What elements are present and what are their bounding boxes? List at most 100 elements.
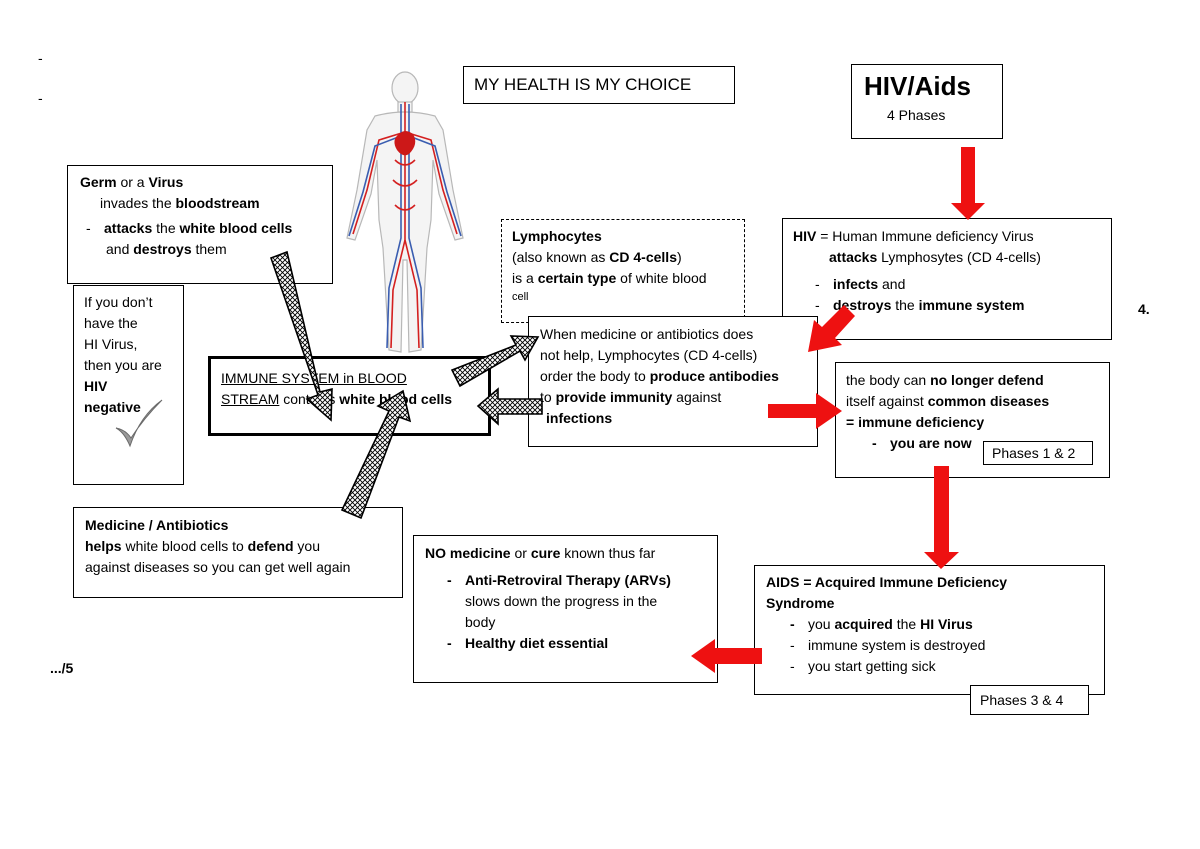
acquired-word: acquired [834, 616, 893, 632]
negative-line: then you are [84, 357, 162, 373]
immune-destroyed: immune system is destroyed [808, 637, 986, 653]
hatched-arrow-icon [450, 335, 540, 388]
red-arrow-icon [691, 639, 762, 673]
page-footer: .../5 [50, 660, 74, 676]
hiv-aids-header: HIV/Aids 4 Phases [851, 64, 1003, 139]
aids-line2: Syndrome [766, 595, 835, 611]
order-body: order the body to [540, 368, 650, 384]
defend-word: defend [247, 538, 294, 554]
and-word: and [878, 276, 906, 292]
lymphocytes-title: Lymphocytes [512, 228, 602, 244]
white-blood-cells-to: white blood cells to [121, 538, 248, 554]
stream-word: STREAM [221, 391, 280, 407]
hatched-arrow-icon [340, 389, 412, 520]
itself-against: itself against [846, 393, 928, 409]
negative-bold-line: negative [84, 399, 141, 415]
red-arrow-icon [924, 466, 959, 569]
hiv-word: HIV [793, 228, 817, 244]
lymphocytes-box: Lymphocytes (also known as CD 4-cells) i… [501, 219, 745, 323]
attacks-word: attacks [104, 220, 153, 236]
no-longer-defend: no longer defend [930, 372, 1044, 388]
is-a: is a [512, 270, 538, 286]
produce-antibodies: produce antibodies [649, 368, 779, 384]
infections-word: infections [546, 410, 613, 426]
body-text: body [465, 614, 496, 630]
provide-immunity: provide immunity [555, 389, 673, 405]
lymph-known: (also known as [512, 249, 610, 265]
certain-type: certain type [537, 270, 617, 286]
the-word: the [891, 297, 919, 313]
hiv-negative-box: If you don’t have the HI Virus, then you… [73, 285, 184, 485]
red-arrow-icon [951, 147, 985, 220]
margin-dash: - [38, 50, 43, 66]
negative-line: If you don’t [84, 294, 153, 310]
bullet-dash: - [815, 276, 820, 292]
infects-word: infects [833, 276, 879, 292]
germ-word: Germ [80, 174, 117, 190]
antibiotics-title: Medicine / Antibiotics [85, 517, 229, 533]
or-word: or [510, 545, 531, 561]
phases-1-2-label: Phases 1 & 2 [983, 441, 1093, 465]
cure-word: cure [530, 545, 561, 561]
no-cure-box: NO medicine or cure known thus far -Anti… [413, 535, 718, 683]
to-word: to [540, 389, 556, 405]
destroys-word: destroys [133, 241, 192, 257]
lymphosytes-text: Lymphosytes (CD 4-cells) [877, 249, 1041, 265]
hiv-aids-subtitle: 4 Phases [887, 107, 946, 123]
bullet-dash: - [447, 572, 452, 588]
page-title: MY HEALTH IS MY CHOICE [474, 75, 692, 94]
antibiotics-box: Medicine / Antibiotics helps white blood… [73, 507, 403, 598]
bullet-dash: - [447, 635, 452, 651]
healthy-diet-text: Healthy diet essential [465, 635, 609, 651]
you-are-now: you are now [890, 435, 972, 451]
phases-3-4-label: Phases 3 & 4 [970, 685, 1089, 715]
margin-dash: - [38, 90, 43, 106]
bullet-dash: - [790, 616, 795, 632]
the-word: the [892, 616, 921, 632]
hatched-arrow-icon [269, 250, 333, 422]
and-word: and [106, 241, 134, 257]
invades-text: invades the [100, 195, 176, 211]
bullet-dash: - [790, 658, 795, 674]
arvs-text: Anti-Retroviral Therapy (ARVs) [465, 572, 671, 588]
hiv-definition: = Human Immune deficiency Virus [816, 228, 1034, 244]
you-word: you [808, 616, 835, 632]
page-title-box: MY HEALTH IS MY CHOICE [463, 66, 735, 104]
hatched-arrow-icon [476, 387, 543, 426]
hi-virus-word: HI Virus [920, 616, 973, 632]
antibiotics-line3: against diseases so you can get well aga… [85, 559, 351, 575]
medicine-line2: not help, Lymphocytes (CD 4-cells) [540, 347, 758, 363]
against-word: against [672, 389, 722, 405]
negative-bold-line: HIV [84, 378, 108, 394]
medicine-line1: When medicine or antibiotics does [540, 326, 754, 342]
bloodstream-word: bloodstream [175, 195, 260, 211]
the-word: the [152, 220, 180, 236]
bullet-dash: - [815, 297, 820, 313]
aids-line1: AIDS = Acquired Immune Deficiency [766, 574, 1008, 590]
checkmark-icon [115, 399, 163, 448]
red-arrow-icon [768, 393, 842, 429]
cell-word: cell [512, 291, 529, 303]
medicine-fails-box: When medicine or antibiotics does not he… [528, 316, 818, 447]
bullet-dash: - [86, 220, 91, 236]
helps-word: helps [85, 538, 122, 554]
human-circulatory-system-icon [346, 71, 464, 353]
negative-line: HI Virus, [84, 336, 138, 352]
white-blood-cells-word: white blood cells [179, 220, 293, 236]
getting-sick: you start getting sick [808, 658, 936, 674]
hiv-aids-title: HIV/Aids [864, 71, 971, 101]
of-white-blood: of white blood [616, 270, 707, 286]
them-word: them [191, 241, 227, 257]
page-number: 4. [1138, 301, 1150, 317]
immune-deficiency-line: = immune deficiency [846, 414, 985, 430]
body-can: the body can [846, 372, 931, 388]
slows-text: slows down the progress in the [465, 593, 658, 609]
immune-system-word: immune system [918, 297, 1025, 313]
common-diseases: common diseases [927, 393, 1050, 409]
negative-line: have the [84, 315, 138, 331]
known-thus-far: known thus far [560, 545, 656, 561]
phases-3-4-text: Phases 3 & 4 [980, 692, 1064, 708]
you-word: you [293, 538, 321, 554]
phases-1-2-text: Phases 1 & 2 [992, 445, 1076, 461]
